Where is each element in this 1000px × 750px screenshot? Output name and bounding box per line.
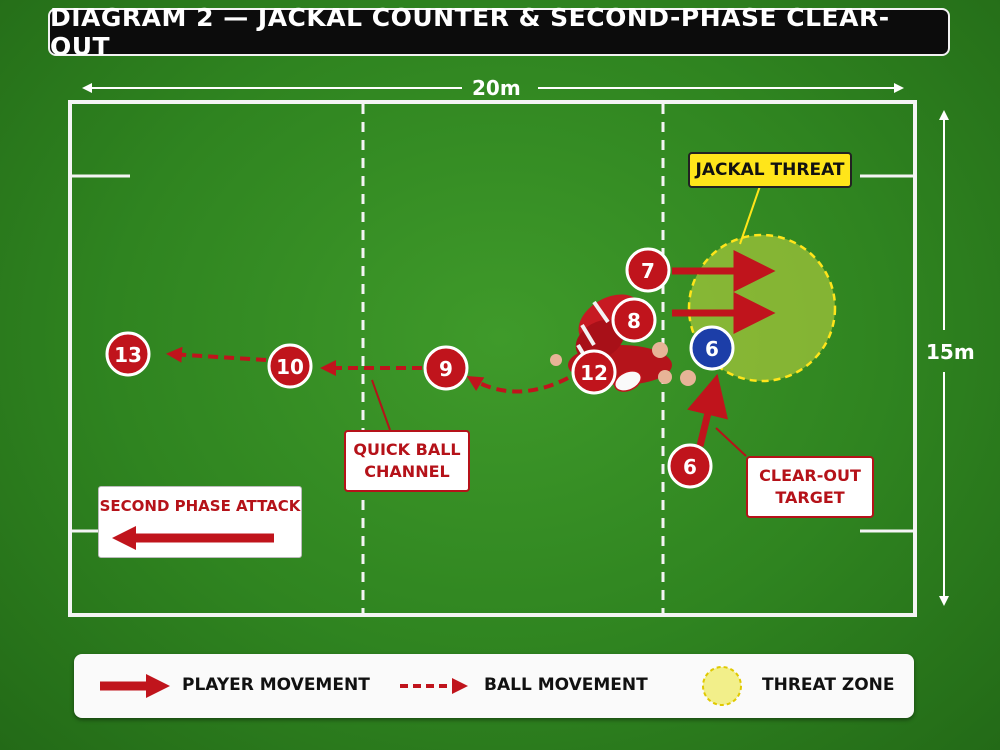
player-9: 9 <box>423 345 469 391</box>
legend-ball-arrow-icon <box>400 678 468 694</box>
clear-out-target-label: CLEAR-OUT TARGET <box>746 456 874 518</box>
quick-ball-channel-label: QUICK BALL CHANNEL <box>344 430 470 492</box>
quick-ball-connector <box>371 379 391 431</box>
player-9-number: 9 <box>439 357 453 381</box>
dimension-arrows <box>82 83 949 606</box>
legend-threat-zone-icon <box>702 666 742 706</box>
ruck-body-rear <box>575 319 625 361</box>
legend-ball-movement: BALL MOVEMENT <box>484 675 648 695</box>
legend-player-arrow-icon <box>100 674 170 698</box>
ball-movement-arrows <box>166 346 569 394</box>
width-label: 20m <box>472 76 521 100</box>
player-6-defender-number: 6 <box>705 337 719 361</box>
second-phase-attack-label: SECOND PHASE ATTACK <box>98 486 302 558</box>
player-12: 12 <box>571 349 617 395</box>
diagram-title: DIAGRAM 2 — JACKAL COUNTER & SECOND-PHAS… <box>50 3 890 61</box>
player-6-attacker-number: 6 <box>683 455 697 479</box>
player-10: 10 <box>267 343 313 389</box>
pitch-boundary <box>68 100 917 617</box>
legend-threat-zone: THREAT ZONE <box>762 675 895 695</box>
player-markers: 7 8 6 12 6 9 1 <box>105 247 735 489</box>
player-movement-arrows <box>672 250 776 447</box>
second-phase-text: SECOND PHASE ATTACK <box>99 497 301 515</box>
player-7: 7 <box>625 247 671 293</box>
legend-player-movement: PLAYER MOVEMENT <box>182 675 370 695</box>
player-10-number: 10 <box>276 355 304 379</box>
pass-10-to-13 <box>166 346 267 363</box>
height-label: 15m <box>926 340 975 364</box>
jackal-threat-label: JACKAL THREAT <box>688 152 852 188</box>
arrow-6-clearout <box>687 373 729 447</box>
quick-ball-line2: CHANNEL <box>364 462 450 481</box>
jackal-callout-line <box>739 185 761 245</box>
legend-panel: PLAYER MOVEMENT BALL MOVEMENT THREAT ZON… <box>74 654 914 718</box>
quick-ball-line1: QUICK BALL <box>353 440 461 459</box>
title-bar: DIAGRAM 2 — JACKAL COUNTER & SECOND-PHAS… <box>48 3 950 61</box>
rugby-ball-icon <box>614 370 642 392</box>
pass-12-to-9 <box>466 375 569 394</box>
player-8-number: 8 <box>627 309 641 333</box>
player-13-number: 13 <box>114 343 142 367</box>
clear-out-line1: CLEAR-OUT <box>759 466 861 485</box>
player-12-number: 12 <box>580 361 608 385</box>
second-phase-arrow-icon <box>112 526 274 550</box>
player-6-defender: 6 <box>689 325 735 371</box>
player-8: 8 <box>611 297 657 343</box>
clear-out-connector <box>715 427 747 457</box>
player-13: 13 <box>105 331 151 377</box>
player-7-number: 7 <box>641 259 655 283</box>
clear-out-line2: TARGET <box>775 488 845 507</box>
player-6-attacker: 6 <box>667 443 713 489</box>
